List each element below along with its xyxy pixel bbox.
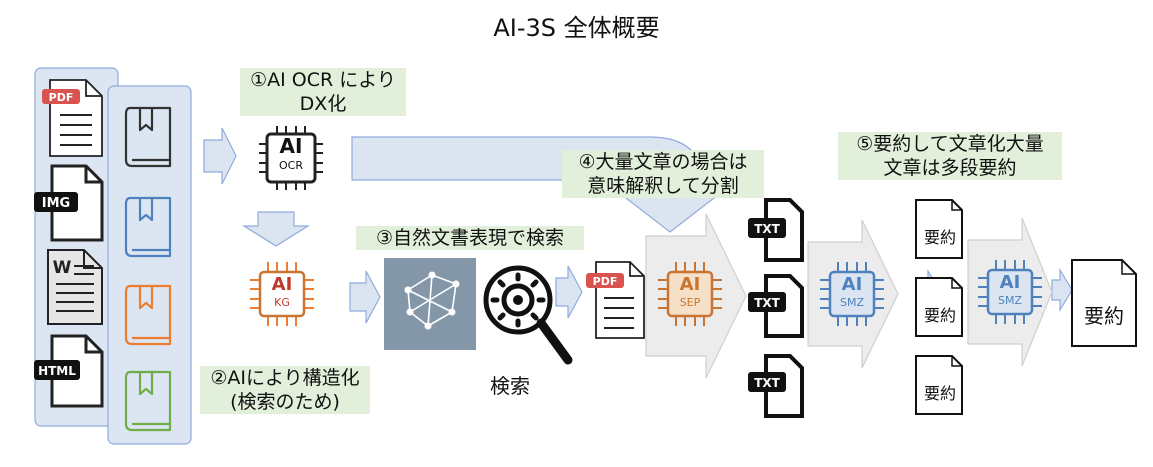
smz2-chip-sub: SMZ — [997, 294, 1022, 307]
ai-ocr-chip-icon — [258, 125, 324, 191]
summary-doc-3 — [915, 355, 963, 415]
pdf-file-icon-2: PDF — [586, 261, 645, 339]
book-icon-dark — [124, 106, 172, 168]
kg-chip-sub: KG — [274, 296, 290, 309]
txt-file-icon-1: TXT — [748, 198, 804, 262]
docs-panel-front — [107, 85, 192, 445]
summary-doc-1 — [915, 199, 963, 259]
step3-label: ③自然文書表現で検索 — [356, 226, 584, 250]
search-gear-icon — [483, 265, 573, 365]
search-caption: 検索 — [490, 374, 530, 398]
word-file-icon: W — [47, 249, 103, 325]
img-badge: IMG — [42, 196, 70, 211]
arrow-to-final — [1051, 267, 1073, 313]
kg-chip-text: AI KG — [260, 276, 304, 312]
step4-label: ④大量文章の場合は 意味解釈して分割 — [562, 150, 764, 198]
pdf-badge: PDF — [49, 91, 74, 104]
summary-doc-final — [1071, 259, 1137, 347]
summary-text-1: 要約 — [923, 228, 956, 247]
ocr-chip-sub: OCR — [279, 159, 303, 172]
svg-text:TXT: TXT — [754, 222, 780, 236]
sep-chip-text: AI SEP — [668, 276, 712, 312]
smz2-chip-text: AI SMZ — [988, 274, 1032, 310]
svg-text:PDF: PDF — [593, 275, 618, 288]
ai-sep-chip-icon — [657, 261, 723, 327]
smz2-chip-main: AI — [999, 272, 1021, 293]
image-file-icon: IMG — [34, 164, 104, 242]
svg-text:TXT: TXT — [754, 376, 780, 390]
html-file-icon: HTML — [34, 334, 104, 408]
arrow-kg-to-network — [349, 270, 381, 324]
ai-smz1-chip-icon — [819, 261, 885, 327]
kg-chip-main: AI — [271, 274, 293, 295]
summary-text-final: 要約 — [1084, 304, 1124, 328]
knowledge-graph-image — [384, 258, 476, 350]
book-icon-green — [124, 370, 172, 432]
summary-doc-2 — [915, 277, 963, 337]
summary-text-2: 要約 — [923, 306, 956, 325]
arrow-to-ocr — [203, 127, 237, 185]
smz1-chip-main: AI — [841, 274, 863, 295]
svg-text:TXT: TXT — [754, 296, 780, 310]
word-badge: W — [53, 258, 72, 278]
step2-label: ②AIにより構造化 (検索のため) — [200, 366, 370, 414]
sep-chip-sub: SEP — [679, 296, 701, 309]
arrow-search-to-pdf — [555, 265, 583, 319]
html-badge: HTML — [38, 364, 76, 378]
ocr-chip-main: AI — [279, 134, 303, 158]
ocr-chip-text: AI OCR — [267, 136, 315, 176]
sep-chip-main: AI — [679, 274, 701, 295]
ai-smz2-chip-icon — [977, 259, 1043, 325]
book-icon-blue — [124, 196, 172, 258]
smz1-chip-sub: SMZ — [839, 296, 864, 309]
txt-file-icon-3: TXT — [748, 354, 804, 418]
pdf-file-icon: PDF — [42, 79, 103, 157]
txt-file-icon-2: TXT — [748, 274, 804, 338]
step5-label: ⑤要約して文章化大量 文章は多段要約 — [838, 132, 1062, 180]
summary-text-3: 要約 — [923, 384, 956, 403]
ai-kg-chip-icon — [249, 261, 315, 327]
book-icon-orange — [124, 284, 172, 346]
page-title: AI-3S 全体概要 — [493, 14, 660, 42]
step1-label: ①AI OCR により DX化 — [240, 68, 406, 116]
arrow-ocr-to-kg — [241, 211, 311, 247]
smz1-chip-text: AI SMZ — [830, 276, 874, 312]
